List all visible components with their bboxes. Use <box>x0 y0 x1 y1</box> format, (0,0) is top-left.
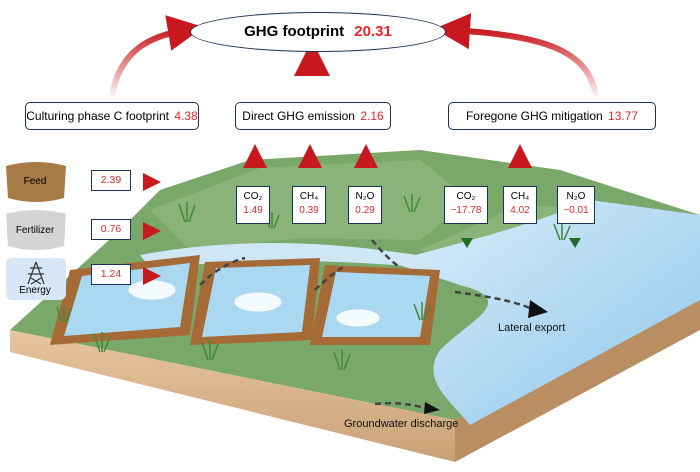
culturing-value: 4.38 <box>174 109 198 123</box>
direct-co2-box: CO₂ 1.49 <box>236 186 270 224</box>
aerator-splash <box>127 279 177 301</box>
foregone-value: 13.77 <box>608 109 639 123</box>
grass-tufts <box>56 194 571 371</box>
feed-bag-icon <box>6 162 66 202</box>
culturing-label: Culturing phase C footprint <box>26 109 170 123</box>
energy-input: Energy <box>4 284 66 300</box>
gas-name: N₂O <box>566 191 586 202</box>
direct-value: 2.16 <box>360 109 384 123</box>
fertilizer-label: Fertilizer <box>15 225 55 236</box>
foregone-co2-box: CO₂ −17.78 <box>444 186 488 224</box>
gas-value: 0.39 <box>299 205 319 216</box>
lateral-export-arrowhead <box>528 300 548 318</box>
direct-n2o-box: N₂O 0.29 <box>348 186 382 224</box>
feed-input: Feed <box>4 172 66 210</box>
gas-name: CH₄ <box>510 191 530 202</box>
gas-name: CO₂ <box>243 191 263 202</box>
fertilizer-input: Fertilizer <box>4 221 66 259</box>
curve-arrow-right <box>434 13 599 97</box>
curve-arrow-left <box>109 15 204 97</box>
groundwater-discharge-label: Groundwater discharge <box>344 418 459 430</box>
direct-label: Direct GHG emission <box>242 109 355 123</box>
feed-value: 2.39 <box>91 170 131 191</box>
aerator-splash <box>233 291 283 313</box>
aerator-splash <box>335 308 381 328</box>
gas-value: 4.02 <box>510 205 530 216</box>
energy-panel <box>6 258 66 300</box>
energy-label: Energy <box>19 285 51 296</box>
soil-side <box>455 300 700 462</box>
gas-value: −0.01 <box>563 205 589 216</box>
gas-value: 0.29 <box>355 205 375 216</box>
gas-name: CH₄ <box>299 191 319 202</box>
pond-3 <box>310 265 440 345</box>
feed-label: Feed <box>23 176 47 187</box>
ghg-footprint-title: GHG footprint 20.31 <box>190 12 446 52</box>
fertilizer-value: 0.76 <box>91 219 131 240</box>
gas-name: N₂O <box>355 191 375 202</box>
foregone-ch4-box: CH₄ 4.02 <box>503 186 537 224</box>
direct-emission-box: Direct GHG emission 2.16 <box>235 102 391 130</box>
water-flow-arrows <box>199 239 531 410</box>
gas-value: −17.78 <box>450 205 482 216</box>
title-value: 20.31 <box>354 23 392 40</box>
title-label: GHG footprint <box>244 23 345 40</box>
gas-name: CO₂ <box>456 191 476 202</box>
gas-value: 1.49 <box>243 205 263 216</box>
direct-ch4-box: CH₄ 0.39 <box>292 186 326 224</box>
culturing-phase-box: Culturing phase C footprint 4.38 <box>25 102 199 130</box>
lateral-export-label: Lateral export <box>498 322 566 334</box>
energy-value: 1.24 <box>91 264 131 285</box>
groundwater-arrowhead <box>424 402 440 414</box>
foregone-mitigation-box: Foregone GHG mitigation 13.77 <box>448 102 656 130</box>
soil-front <box>10 330 455 462</box>
fertilizer-bag-icon <box>6 210 66 250</box>
foregone-label: Foregone GHG mitigation <box>465 109 603 123</box>
foregone-n2o-box: N₂O −0.01 <box>557 186 595 224</box>
power-tower-icon <box>27 261 45 285</box>
